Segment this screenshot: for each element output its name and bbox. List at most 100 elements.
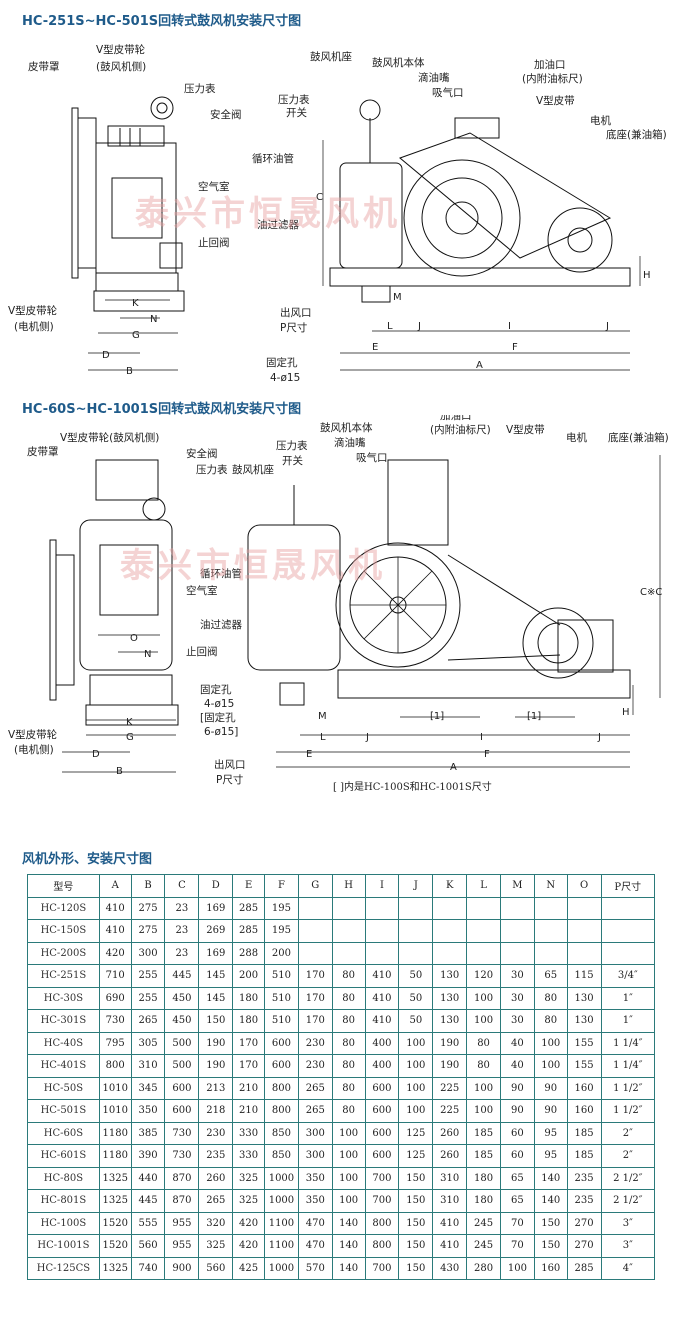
table-header-cell: K <box>432 874 468 898</box>
model-cell: HC-30S <box>27 986 100 1010</box>
dim-o-2: O <box>130 633 138 644</box>
diagram-title-middle: HC-60S~HC-1001S回转式鼓风机安装尺寸图 <box>22 402 302 417</box>
table-cell: 130 <box>566 1009 602 1033</box>
table-cell: 420 <box>232 1234 265 1258</box>
table-cell: 320 <box>198 1211 234 1235</box>
table-header-cell: F <box>264 874 299 898</box>
table-cell: 100 <box>331 1166 366 1190</box>
table-cell: 600 <box>164 1099 200 1123</box>
label-motor-2: 电机 <box>566 431 587 444</box>
table-cell: 500 <box>164 1031 200 1055</box>
table-cell: 470 <box>297 1211 333 1235</box>
table-cell: 120 <box>466 964 501 988</box>
table-cell: 1 1/2″ <box>600 1076 656 1100</box>
table-cell: 170 <box>297 1009 333 1033</box>
table-cell: 800 <box>364 1234 400 1258</box>
table-cell: 600 <box>264 1031 299 1055</box>
table-cell: 140 <box>533 1166 568 1190</box>
table-cell: 140 <box>331 1234 366 1258</box>
table-cell: 1010 <box>98 1076 132 1100</box>
table-cell: 450 <box>164 986 200 1010</box>
table-cell: 80 <box>331 1054 366 1078</box>
label-gauge-switch-2: 压力表 <box>276 439 308 452</box>
table-cell: 145 <box>198 986 234 1010</box>
table-cell: 180 <box>466 1166 501 1190</box>
table-header-cell: C <box>164 874 200 898</box>
table-cell: 4″ <box>600 1256 656 1280</box>
table-cell: 140 <box>331 1211 366 1235</box>
table-cell: 600 <box>364 1076 400 1100</box>
table-cell: 150 <box>398 1256 434 1280</box>
table-cell: 50 <box>398 986 434 1010</box>
table-cell: 100 <box>331 1121 366 1145</box>
table-cell: 1180 <box>98 1144 132 1168</box>
table-cell: 260 <box>432 1144 468 1168</box>
table-cell: 90 <box>499 1076 535 1100</box>
label-oil-inlet-2: 加油口 <box>440 415 472 422</box>
table-cell: 155 <box>566 1031 602 1055</box>
table-cell: 130 <box>432 964 468 988</box>
table-cell: 385 <box>130 1121 166 1145</box>
label-oil-filter-2: 油过滤器 <box>200 618 242 631</box>
table-cell: 150 <box>198 1009 234 1033</box>
table-cell: 160 <box>566 1076 602 1100</box>
table-cell: 80 <box>533 986 568 1010</box>
dim-b-2-label: B <box>116 766 123 777</box>
table-cell: 3/4″ <box>600 964 656 988</box>
table-cell: 145 <box>198 964 234 988</box>
table-cell: 218 <box>198 1099 234 1123</box>
label-p-size-2-label: P尺寸 <box>216 774 244 786</box>
table-cell <box>364 919 400 943</box>
table-cell: 195 <box>264 896 299 920</box>
table-cell: 125 <box>398 1144 434 1168</box>
table-cell: 1325 <box>98 1189 132 1213</box>
table-cell: 155 <box>566 1054 602 1078</box>
table-cell: 210 <box>232 1099 265 1123</box>
label-blower-body-2: 鼓风机本体 <box>320 421 373 434</box>
table-cell <box>364 941 400 965</box>
table-cell: 1520 <box>98 1234 132 1258</box>
table-cell: 100 <box>398 1031 434 1055</box>
table-cell <box>364 896 400 920</box>
label-blower-body: 鼓风机本体 <box>372 56 425 69</box>
label-belt-cover-2: 皮带罩 <box>27 445 59 458</box>
table-cell: 23 <box>164 896 200 920</box>
table-cell: 245 <box>466 1211 501 1235</box>
label-outlet-2: 出风口 <box>214 758 246 771</box>
table-cell: 1 1/4″ <box>600 1031 656 1055</box>
table-cell: 430 <box>432 1256 468 1280</box>
table-cell: 150 <box>398 1166 434 1190</box>
table-cell: 300 <box>297 1121 333 1145</box>
table-cell: 190 <box>432 1054 468 1078</box>
label-switch-2: 开关 <box>282 454 303 467</box>
table-cell: 275 <box>130 896 166 920</box>
dim-c: C <box>316 192 323 203</box>
table-cell: 65 <box>533 964 568 988</box>
table-cell: 255 <box>130 964 166 988</box>
table-cell: 100 <box>398 1099 434 1123</box>
table-cell <box>398 919 434 943</box>
table-cell: 410 <box>364 986 400 1010</box>
table-cell: 285 <box>232 919 265 943</box>
table-cell: 560 <box>130 1234 166 1258</box>
table-cell <box>499 919 535 943</box>
table-cell: 255 <box>130 986 166 1010</box>
dim-k: K <box>132 298 139 309</box>
table-title: 风机外形、安装尺寸图 <box>22 852 153 867</box>
table-cell: 160 <box>566 1099 602 1123</box>
dim-l-2: L <box>320 732 326 743</box>
label-air-chamber: 空气室 <box>198 180 230 193</box>
table-cell: 100 <box>466 1076 501 1100</box>
table-cell: 23 <box>164 919 200 943</box>
table-header-cell: G <box>297 874 333 898</box>
table-cell: 310 <box>130 1054 166 1078</box>
table-cell: 210 <box>232 1076 265 1100</box>
label-gauge-switch: 压力表 <box>278 93 310 106</box>
table-header-cell: O <box>566 874 602 898</box>
label-base-oil-tank: 底座(兼油箱) <box>606 128 667 141</box>
label-pressure-gauge: 压力表 <box>184 82 216 95</box>
table-cell: 260 <box>198 1166 234 1190</box>
